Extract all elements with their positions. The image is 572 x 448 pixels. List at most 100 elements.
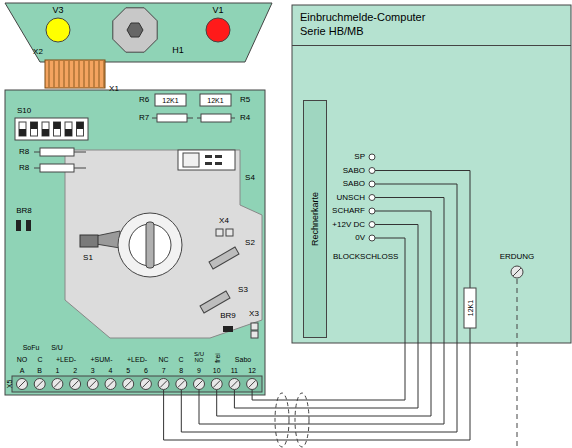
switch-part xyxy=(205,155,212,158)
dip-lever xyxy=(42,129,49,136)
pin-number: 11 xyxy=(231,367,238,374)
switch-part xyxy=(215,155,222,158)
terminal-screw xyxy=(105,379,116,390)
led-yellow xyxy=(46,18,70,42)
terminal-heading: +LED- xyxy=(56,356,76,363)
terminal-block-name: BLOCKSCHLOSS xyxy=(333,253,398,261)
terminal-pin xyxy=(369,235,375,241)
pin-header xyxy=(251,323,258,330)
resistor-value: 12K1 xyxy=(162,97,178,104)
earth-screw xyxy=(511,266,523,278)
ribbon-wire xyxy=(99,61,100,87)
resistor-name: R4 xyxy=(240,114,250,122)
pin-number: 10 xyxy=(213,367,221,374)
processor-card: Rechnerkarte xyxy=(303,100,327,338)
terminal-pin xyxy=(369,195,375,201)
switch-s3 xyxy=(200,291,230,313)
pin-number: 5 xyxy=(126,367,130,374)
housing-title: Einbruchmelde-Computer Serie HB/MB xyxy=(292,5,571,46)
lock-area xyxy=(65,150,262,338)
resistor-box xyxy=(200,94,231,106)
dip-lever xyxy=(65,129,72,136)
pin-number: 4 xyxy=(109,367,113,374)
ribbon-wire xyxy=(89,61,90,87)
terminal-screw xyxy=(70,379,81,390)
pin-header xyxy=(251,331,258,338)
screw-slot xyxy=(513,268,521,276)
led-red xyxy=(206,18,230,42)
terminal-screw xyxy=(194,379,205,390)
terminal-screw xyxy=(52,379,63,390)
terminal-pin xyxy=(369,222,375,228)
screw-slot xyxy=(72,381,79,388)
jumper-br8 xyxy=(16,220,21,231)
signal-name: UNSCH xyxy=(337,194,365,202)
switch-part xyxy=(205,162,212,165)
jumper-name: BR8 xyxy=(16,207,32,215)
terminal-screw xyxy=(123,379,134,390)
screw-slot xyxy=(89,381,96,388)
buzzer-name: H1 xyxy=(172,46,184,55)
jumper-name: BR9 xyxy=(220,312,236,320)
switch-name: S1 xyxy=(83,254,93,262)
card-label: Rechnerkarte xyxy=(310,192,320,246)
ribbon-wire xyxy=(84,61,85,87)
signal-name: SABO xyxy=(343,180,365,188)
terminal-heading: NC xyxy=(159,356,169,363)
pin-number: B xyxy=(37,367,42,374)
pin-number: 2 xyxy=(73,367,77,374)
key-slot xyxy=(146,222,154,268)
dip-lever xyxy=(31,122,38,129)
screw-slot xyxy=(19,381,26,388)
resistor-name: R7 xyxy=(139,114,149,122)
wire xyxy=(252,238,405,400)
connector-name: X4 xyxy=(219,217,229,225)
terminal-screw xyxy=(17,379,28,390)
resistor-name: R6 xyxy=(139,96,149,104)
terminal-pin xyxy=(369,168,375,174)
dip-toggle xyxy=(54,122,61,136)
terminal-pin xyxy=(369,181,375,187)
pin-number: 1 xyxy=(55,367,59,374)
terminal-strip-name: X5 xyxy=(6,380,13,389)
terminal-pin xyxy=(369,154,375,160)
pin-number: 9 xyxy=(197,367,201,374)
terminal-screw xyxy=(247,379,258,390)
switch-part xyxy=(215,162,222,165)
ribbon-wire xyxy=(59,61,60,87)
screw-slot xyxy=(178,381,185,388)
switch-name: S2 xyxy=(245,239,255,247)
resistor-symbol xyxy=(40,148,74,156)
switch-s1 xyxy=(80,235,98,247)
resistor-symbol xyxy=(157,114,187,122)
terminal-screw xyxy=(34,379,45,390)
dip-lever xyxy=(19,129,26,136)
screw-slot xyxy=(125,381,132,388)
signal-name: 0V xyxy=(355,234,365,242)
switch-name: S4 xyxy=(245,174,255,182)
led-name: V1 xyxy=(212,6,223,15)
resistor-box xyxy=(155,94,186,106)
ribbon-wire xyxy=(49,61,50,87)
screw-slot xyxy=(231,381,238,388)
signal-name: SP xyxy=(354,153,365,161)
terminal-screw xyxy=(211,379,222,390)
cable-sheath xyxy=(295,393,309,447)
terminal-screw xyxy=(87,379,98,390)
terminal-heading: Sabo xyxy=(235,356,251,363)
terminal-heading: SoFu xyxy=(23,344,40,351)
ribbon-wire xyxy=(74,61,75,87)
resistor-symbol xyxy=(201,114,231,122)
terminal-heading: S/U NO xyxy=(193,351,205,364)
dip-toggle xyxy=(77,122,84,136)
jumper-br9 xyxy=(223,326,233,332)
signal-name: +12V DC xyxy=(332,221,365,229)
earth-name: ERDUNG xyxy=(500,253,535,261)
computer-housing: Einbruchmelde-Computer Serie HB/MB Rechne… xyxy=(292,5,571,343)
buzzer-symbol xyxy=(113,8,157,52)
pin-header xyxy=(226,229,233,236)
ribbon-wire xyxy=(79,61,80,87)
terminal-strip xyxy=(12,376,262,392)
